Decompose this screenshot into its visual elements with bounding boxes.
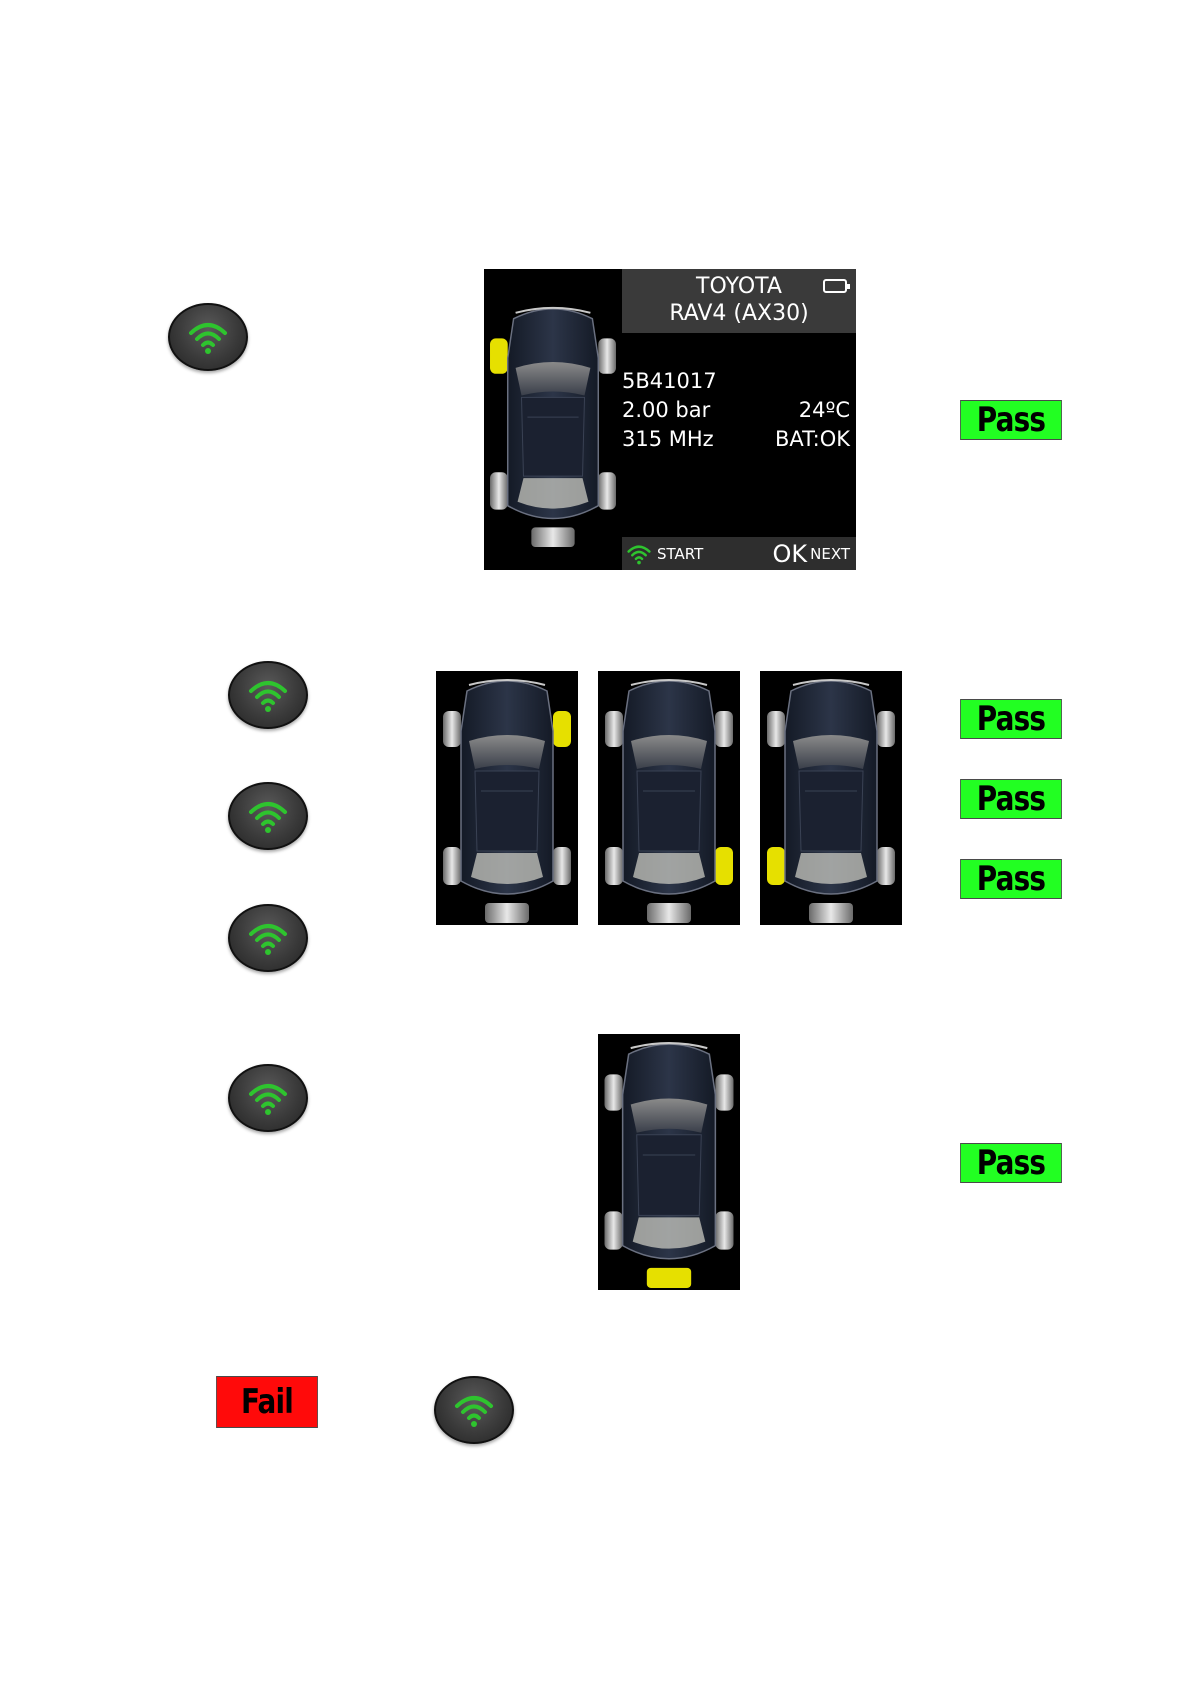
tire-rear-left <box>767 847 785 885</box>
car-top-view-icon <box>436 671 578 925</box>
tire-rear-left <box>605 847 623 885</box>
battery-icon <box>823 279 847 293</box>
signal-icon <box>453 1392 495 1428</box>
start-label: START <box>657 545 703 563</box>
tire-front-left <box>605 711 623 747</box>
windshield <box>516 362 591 395</box>
tire-front-right <box>553 711 571 747</box>
windshield <box>631 1099 708 1133</box>
roof <box>637 771 701 851</box>
tire-pressure: 2.00 bar <box>622 398 710 422</box>
tire-spare <box>647 903 691 923</box>
sensor-frequency: 315 MHz <box>622 427 714 451</box>
ok-next-softkey[interactable]: OK NEXT <box>722 537 856 570</box>
vehicle-model: RAV4 (AX30) <box>622 300 856 327</box>
rear-window <box>518 478 589 509</box>
tire-front-right <box>877 711 895 747</box>
tire-front-right <box>715 711 733 747</box>
tire-rear-right <box>715 1211 733 1249</box>
rear-window <box>471 853 543 884</box>
tire-rear-left <box>490 472 508 509</box>
roof <box>522 397 585 476</box>
ok-label: OK <box>772 540 807 568</box>
scan-button[interactable] <box>168 303 248 371</box>
signal-icon <box>187 319 229 355</box>
tire-temperature: 24ºC <box>799 398 850 422</box>
scan-button[interactable] <box>228 904 308 972</box>
windshield <box>793 735 869 769</box>
car-diagram-rear-right <box>598 671 740 925</box>
rear-window <box>795 853 867 884</box>
tire-front-left <box>604 1074 622 1110</box>
tire-front-right <box>715 1074 733 1110</box>
pass-badge: Pass <box>960 699 1062 739</box>
tire-rear-right <box>553 847 571 885</box>
signal-icon <box>626 543 652 565</box>
tire-rear-right <box>877 847 895 885</box>
fail-badge: Fail <box>216 1376 318 1428</box>
car-top-view-icon <box>484 299 622 549</box>
pass-badge: Pass <box>960 1143 1062 1183</box>
roof <box>637 1135 702 1216</box>
scan-button[interactable] <box>228 1064 308 1132</box>
signal-icon <box>247 1080 289 1116</box>
car-top-view-icon <box>598 1034 740 1290</box>
signal-icon <box>247 920 289 956</box>
pass-badge: Pass <box>960 779 1062 819</box>
signal-icon <box>247 798 289 834</box>
vehicle-header: TOYOTA RAV4 (AX30) <box>622 269 856 333</box>
battery-status: BAT:OK <box>775 427 850 451</box>
car-diagram-rear-left <box>760 671 902 925</box>
tire-rear-right <box>715 847 733 885</box>
rear-window <box>633 1217 706 1248</box>
car-diagram-spare <box>598 1034 740 1290</box>
tire-rear-left <box>604 1211 622 1249</box>
tire-front-right <box>598 338 616 373</box>
tire-front-left <box>767 711 785 747</box>
car-top-view-icon <box>760 671 902 925</box>
tire-spare <box>485 903 529 923</box>
rear-window <box>633 853 705 884</box>
scan-button[interactable] <box>434 1376 514 1444</box>
device-screen: TOYOTA RAV4 (AX30) 5B41017 2.00 bar 24ºC… <box>484 269 856 570</box>
windshield <box>469 735 545 769</box>
scan-button[interactable] <box>228 661 308 729</box>
windshield <box>631 735 707 769</box>
next-label: NEXT <box>810 545 850 563</box>
pass-badge: Pass <box>960 859 1062 899</box>
roof <box>475 771 539 851</box>
scan-button[interactable] <box>228 782 308 850</box>
signal-icon <box>247 677 289 713</box>
tire-spare <box>809 903 853 923</box>
vehicle-make: TOYOTA <box>622 273 856 300</box>
pass-badge: Pass <box>960 400 1062 440</box>
tire-rear-right <box>598 472 616 509</box>
tire-spare <box>647 1268 691 1288</box>
roof <box>799 771 863 851</box>
tire-spare <box>531 527 574 547</box>
car-diagram-front-right <box>436 671 578 925</box>
tire-front-left <box>490 338 508 373</box>
tire-rear-left <box>443 847 461 885</box>
sensor-id: 5B41017 <box>622 369 717 393</box>
tire-front-left <box>443 711 461 747</box>
car-top-view-icon <box>598 671 740 925</box>
start-softkey[interactable]: START <box>622 537 722 570</box>
